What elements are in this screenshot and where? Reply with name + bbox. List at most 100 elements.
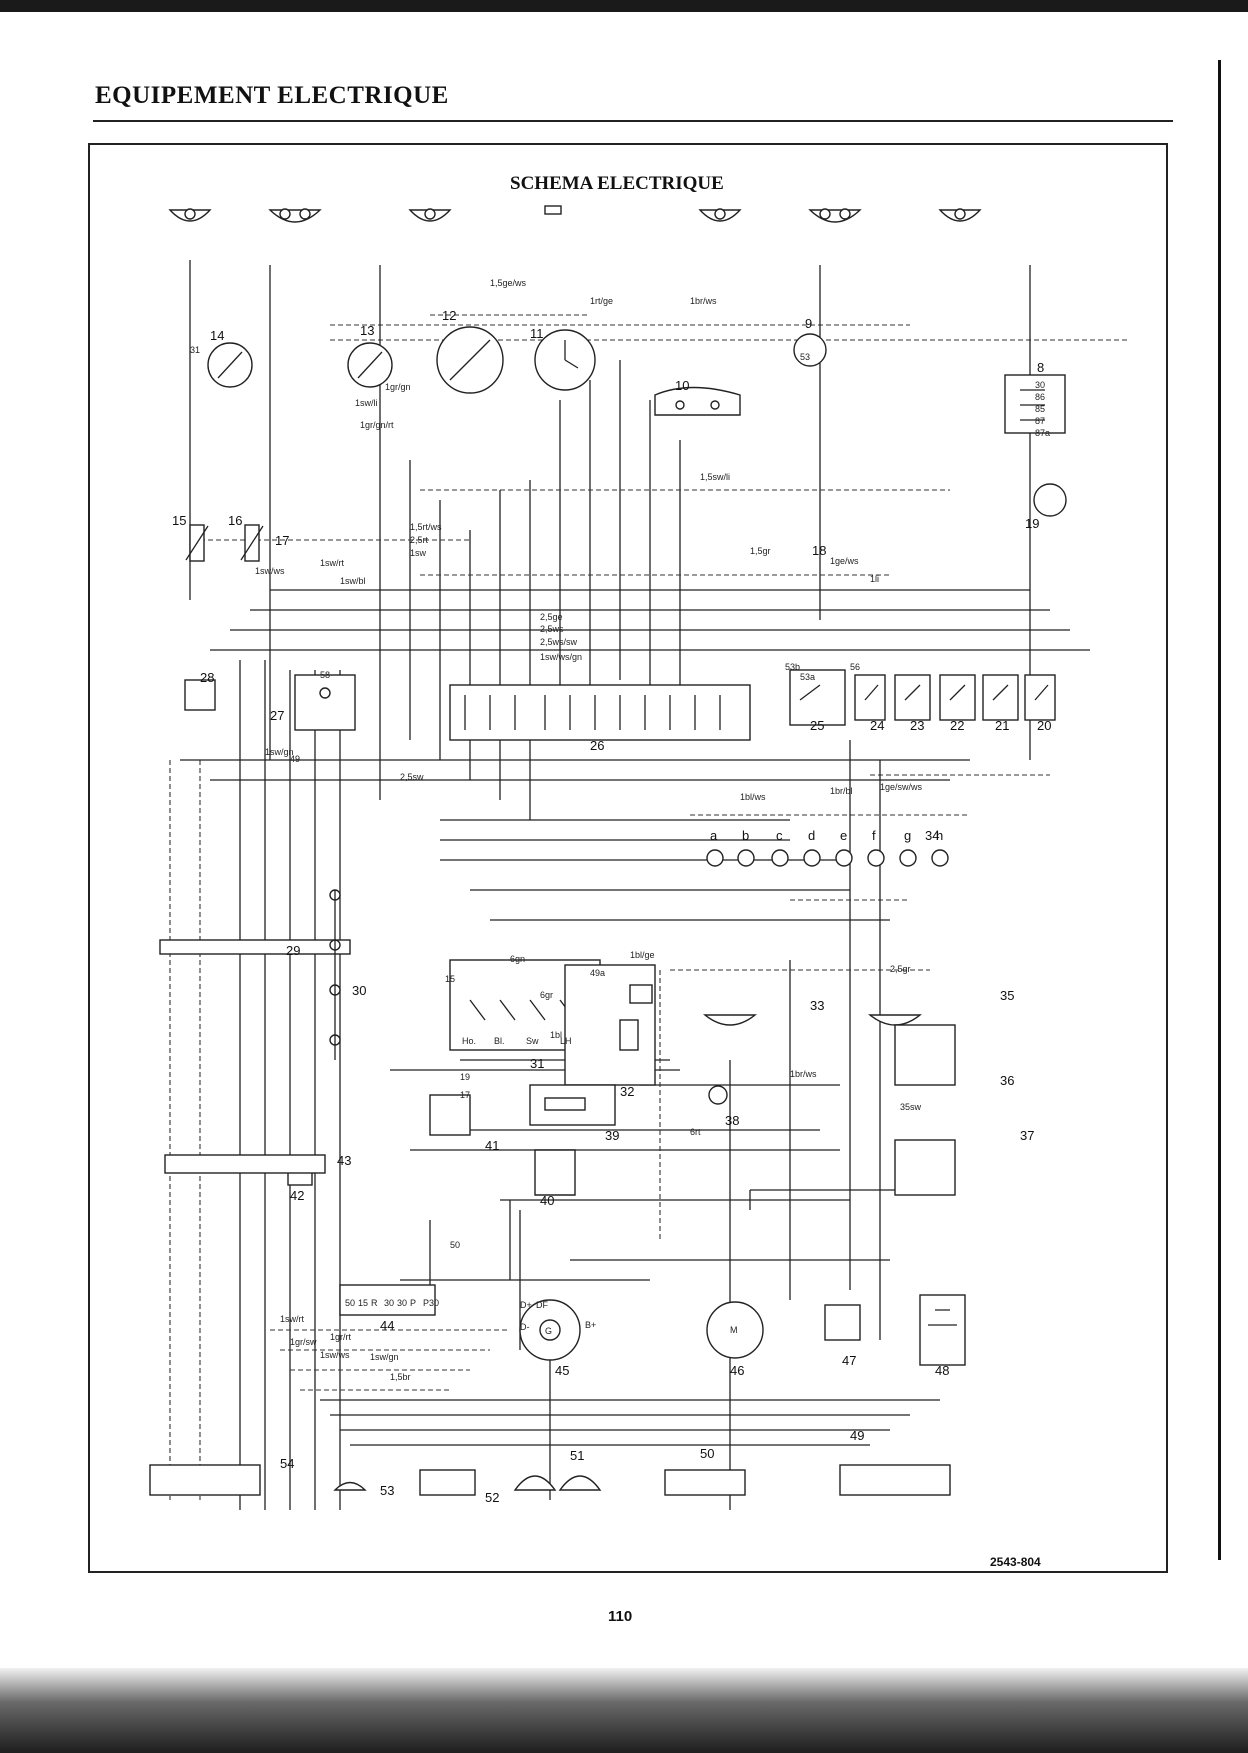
bulb-letter-4: e (840, 828, 847, 843)
component-number-7: 8 (1037, 360, 1044, 375)
wire-label-21: 2,5sw (400, 772, 424, 782)
rear-lights-49-54 (149, 1464, 951, 1496)
lamp-38-regulator-39 (529, 1084, 728, 1126)
switch-block-10 (654, 386, 741, 416)
wire-label-30: 1br/ws (790, 1069, 817, 1079)
switch31-label-0: Ho. (462, 1036, 476, 1046)
fuse44-terminal-0: 50 (345, 1298, 355, 1308)
component-number-3: 4 (552, 200, 559, 203)
page-number: 110 (608, 1608, 633, 1625)
wire-label-25: 2,5gr (890, 964, 911, 974)
component-number-27: 28 (200, 670, 214, 685)
alternator-label-1: G (545, 1326, 552, 1336)
component-number-33: 34 (925, 828, 939, 843)
component-number-13: 14 (210, 328, 224, 343)
component-number-15: 16 (228, 513, 242, 528)
wire-label-4: 1sw/li (355, 398, 378, 408)
component-number-labels: 1234567891011121314151617181920212223242… (172, 200, 1051, 1505)
terminal-label-7: 31 (190, 345, 200, 355)
component-number-30: 31 (530, 1056, 544, 1071)
component-number-6: 7 (958, 200, 965, 203)
scan-top-strip (0, 0, 1248, 12)
terminal-label-9: 53a (800, 672, 815, 682)
wire-label-10: 1sw/rt (320, 558, 345, 568)
wire-label-19: 1sw/ws/gn (540, 652, 582, 662)
instrument-gauges (207, 326, 1067, 517)
component-number-16: 17 (275, 533, 289, 548)
component-number-43: 44 (380, 1318, 394, 1333)
wire-label-13: 1,5gr (750, 546, 771, 556)
component-number-50: 51 (570, 1448, 584, 1463)
lamp-33 (703, 1014, 757, 1026)
component-number-11: 12 (442, 308, 456, 323)
component-number-36: 37 (1020, 1128, 1034, 1143)
fuse44-terminal-1: 15 (358, 1298, 368, 1308)
component-number-24: 25 (810, 718, 824, 733)
switch31-label-3: LH (560, 1036, 572, 1046)
component-number-38: 39 (605, 1128, 619, 1143)
component-number-44: 45 (555, 1363, 569, 1378)
wiring-harness (169, 260, 1130, 1510)
component-number-53: 54 (280, 1456, 294, 1471)
component-number-31: 32 (620, 1084, 634, 1099)
wire-label-6: 1,5sw/li (700, 472, 730, 482)
wire-label-20: 1sw/gn (265, 747, 294, 757)
regulator-32 (564, 964, 656, 1086)
wire-label-23: 1br/bl (830, 786, 853, 796)
bulb-letter-0: a (710, 828, 718, 843)
wire-label-28: 6gr (540, 990, 553, 1000)
component-number-48: 49 (850, 1428, 864, 1443)
fuse-box-26 (449, 684, 751, 741)
component-number-25: 26 (590, 738, 604, 753)
wire-label-37: 1gr/sw (290, 1337, 317, 1347)
bulb-letter-6: g (904, 828, 911, 843)
switch-47-battery-48 (824, 1294, 966, 1366)
relays-35-36-37 (868, 1014, 956, 1196)
component-number-37: 38 (725, 1113, 739, 1128)
wire-label-17: 2,5ws (540, 624, 564, 634)
component-number-10: 11 (530, 326, 544, 341)
terminal-label-4: 87a (1035, 428, 1050, 438)
component-number-4: 5 (715, 200, 722, 203)
component-number-51: 52 (485, 1490, 499, 1505)
fuse44-terminal-3: 30 (384, 1298, 394, 1308)
bulb-letter-7: h (936, 828, 943, 843)
switch31-label-1: Bl. (494, 1036, 505, 1046)
component-number-39: 40 (540, 1193, 554, 1208)
wire-label-5: 1gr/gn/rt (360, 420, 394, 430)
wire-label-12: 1sw/bl (340, 576, 366, 586)
lamp-switch-27-28 (184, 674, 356, 731)
figure-reference: 2543-804 (990, 1555, 1041, 1569)
resistor-chain-30 (329, 889, 341, 1060)
component-number-1: 2 (290, 200, 297, 203)
terminal-label-10: 53b (785, 662, 800, 672)
component-number-23: 24 (870, 718, 884, 733)
alternator-label-4: DF (536, 1300, 548, 1310)
wiring-diagram: 1234567891011121314151617181920212223242… (149, 200, 1130, 1510)
component-number-52: 53 (380, 1483, 394, 1498)
terminal-label-14: 50 (450, 1240, 460, 1250)
component-number-9: 10 (675, 378, 689, 393)
wire-label-29: 1bl (550, 1030, 562, 1040)
component-number-14: 15 (172, 513, 186, 528)
wire-label-22: 1bl/ws (740, 792, 766, 802)
component-number-29: 30 (352, 983, 366, 998)
wire-label-1: 1rt/ge (590, 296, 613, 306)
wire-label-36: 1,5br (390, 1372, 411, 1382)
component-number-49: 50 (700, 1446, 714, 1461)
terminal-label-3: 87 (1035, 416, 1045, 426)
fuse44-terminal-4: 30 (397, 1298, 407, 1308)
fuse44-terminal-5: P (410, 1298, 416, 1308)
wire-label-8: 2,5rt (410, 535, 429, 545)
wire-label-32: 6rt (690, 1127, 701, 1137)
diagram-frame (88, 143, 1168, 1573)
alternator-45-starter-46 (519, 1299, 764, 1361)
alternator-label-0: M (730, 1325, 738, 1335)
bulbs-a-h (706, 849, 949, 867)
wire-label-16: 2,5ge (540, 612, 563, 622)
wire-label-9: 1sw (410, 548, 427, 558)
wire-label-35: 1sw/gn (370, 1352, 399, 1362)
fuse44-terminal-6: P30 (423, 1298, 439, 1308)
component-number-46: 47 (842, 1353, 856, 1368)
